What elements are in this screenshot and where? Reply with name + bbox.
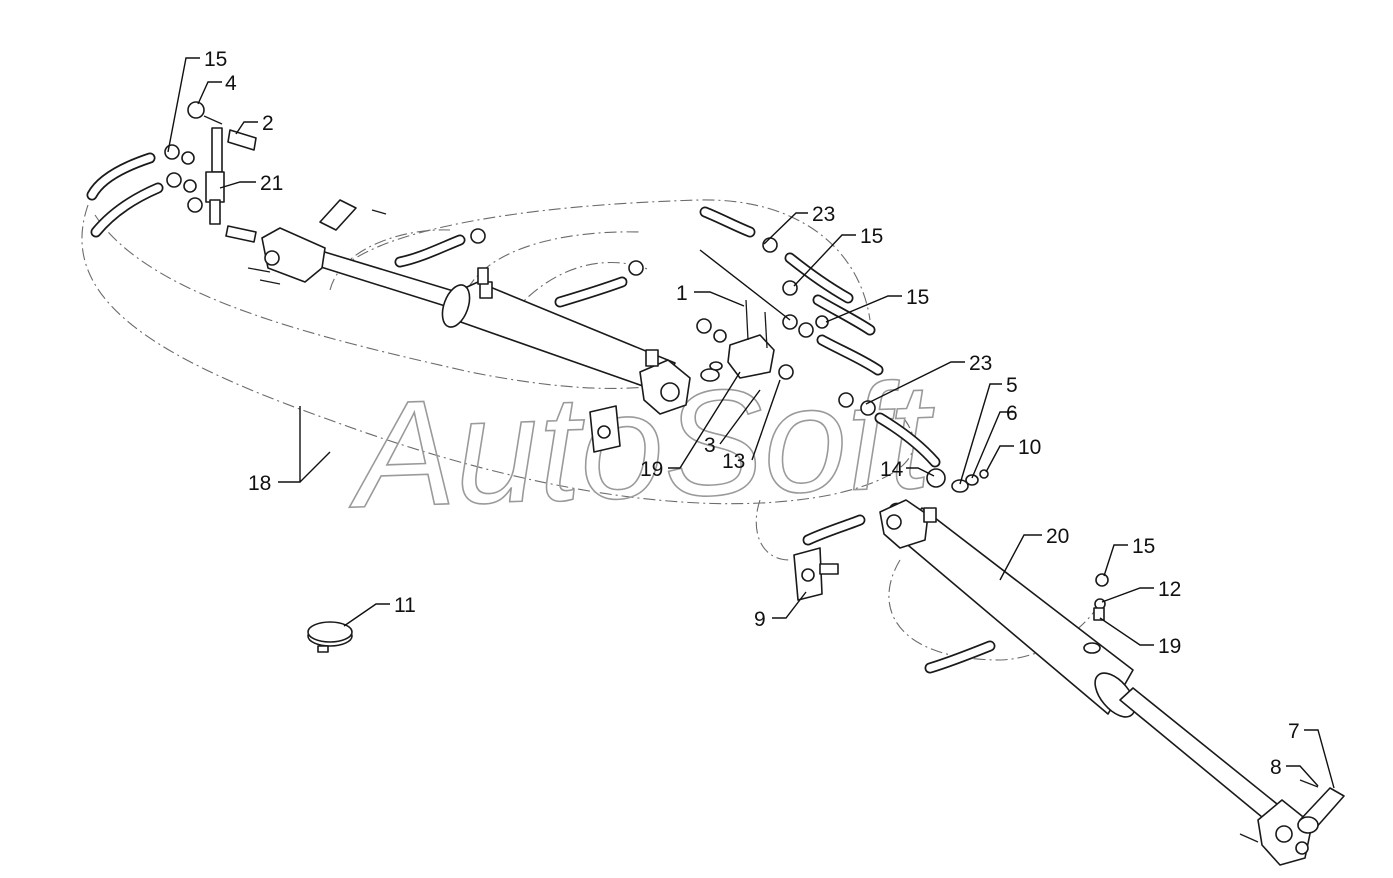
callout-15-right: 15 xyxy=(906,286,929,309)
leader-lines xyxy=(167,57,1335,789)
callout-19-lower-right: 19 xyxy=(1158,635,1181,658)
callout-14: 14 xyxy=(880,458,904,481)
fittings xyxy=(164,101,1345,843)
callout-1: 1 xyxy=(676,282,688,305)
callout-21: 21 xyxy=(260,172,283,195)
callout-4: 4 xyxy=(225,72,237,95)
callout-13: 13 xyxy=(722,450,745,473)
callout-18: 18 xyxy=(248,472,271,495)
hoses xyxy=(86,152,996,674)
callout-2: 2 xyxy=(262,112,274,135)
callout-15-lower-right: 15 xyxy=(1132,535,1155,558)
callout-20: 20 xyxy=(1046,525,1069,548)
cylinder-20 xyxy=(879,499,1313,866)
callout-9: 9 xyxy=(754,608,766,631)
callout-labels: 15 4 2 21 18 23 15 15 1 23 5 6 10 3 13 1… xyxy=(204,48,1300,779)
callout-6: 6 xyxy=(1006,402,1018,425)
callout-12: 12 xyxy=(1158,578,1181,601)
callout-15-upper-right: 15 xyxy=(860,225,883,248)
callout-3: 3 xyxy=(704,434,716,457)
callout-23-lower: 23 xyxy=(969,352,992,375)
cylinder-18 xyxy=(247,227,691,415)
callout-7: 7 xyxy=(1288,720,1300,743)
callout-23-upper: 23 xyxy=(812,203,835,226)
callout-15-top-left: 15 xyxy=(204,48,227,71)
callout-11: 11 xyxy=(394,594,416,617)
callout-10: 10 xyxy=(1018,436,1041,459)
callout-5: 5 xyxy=(1006,374,1018,397)
callout-19-center: 19 xyxy=(640,458,663,481)
callout-8: 8 xyxy=(1270,756,1282,779)
